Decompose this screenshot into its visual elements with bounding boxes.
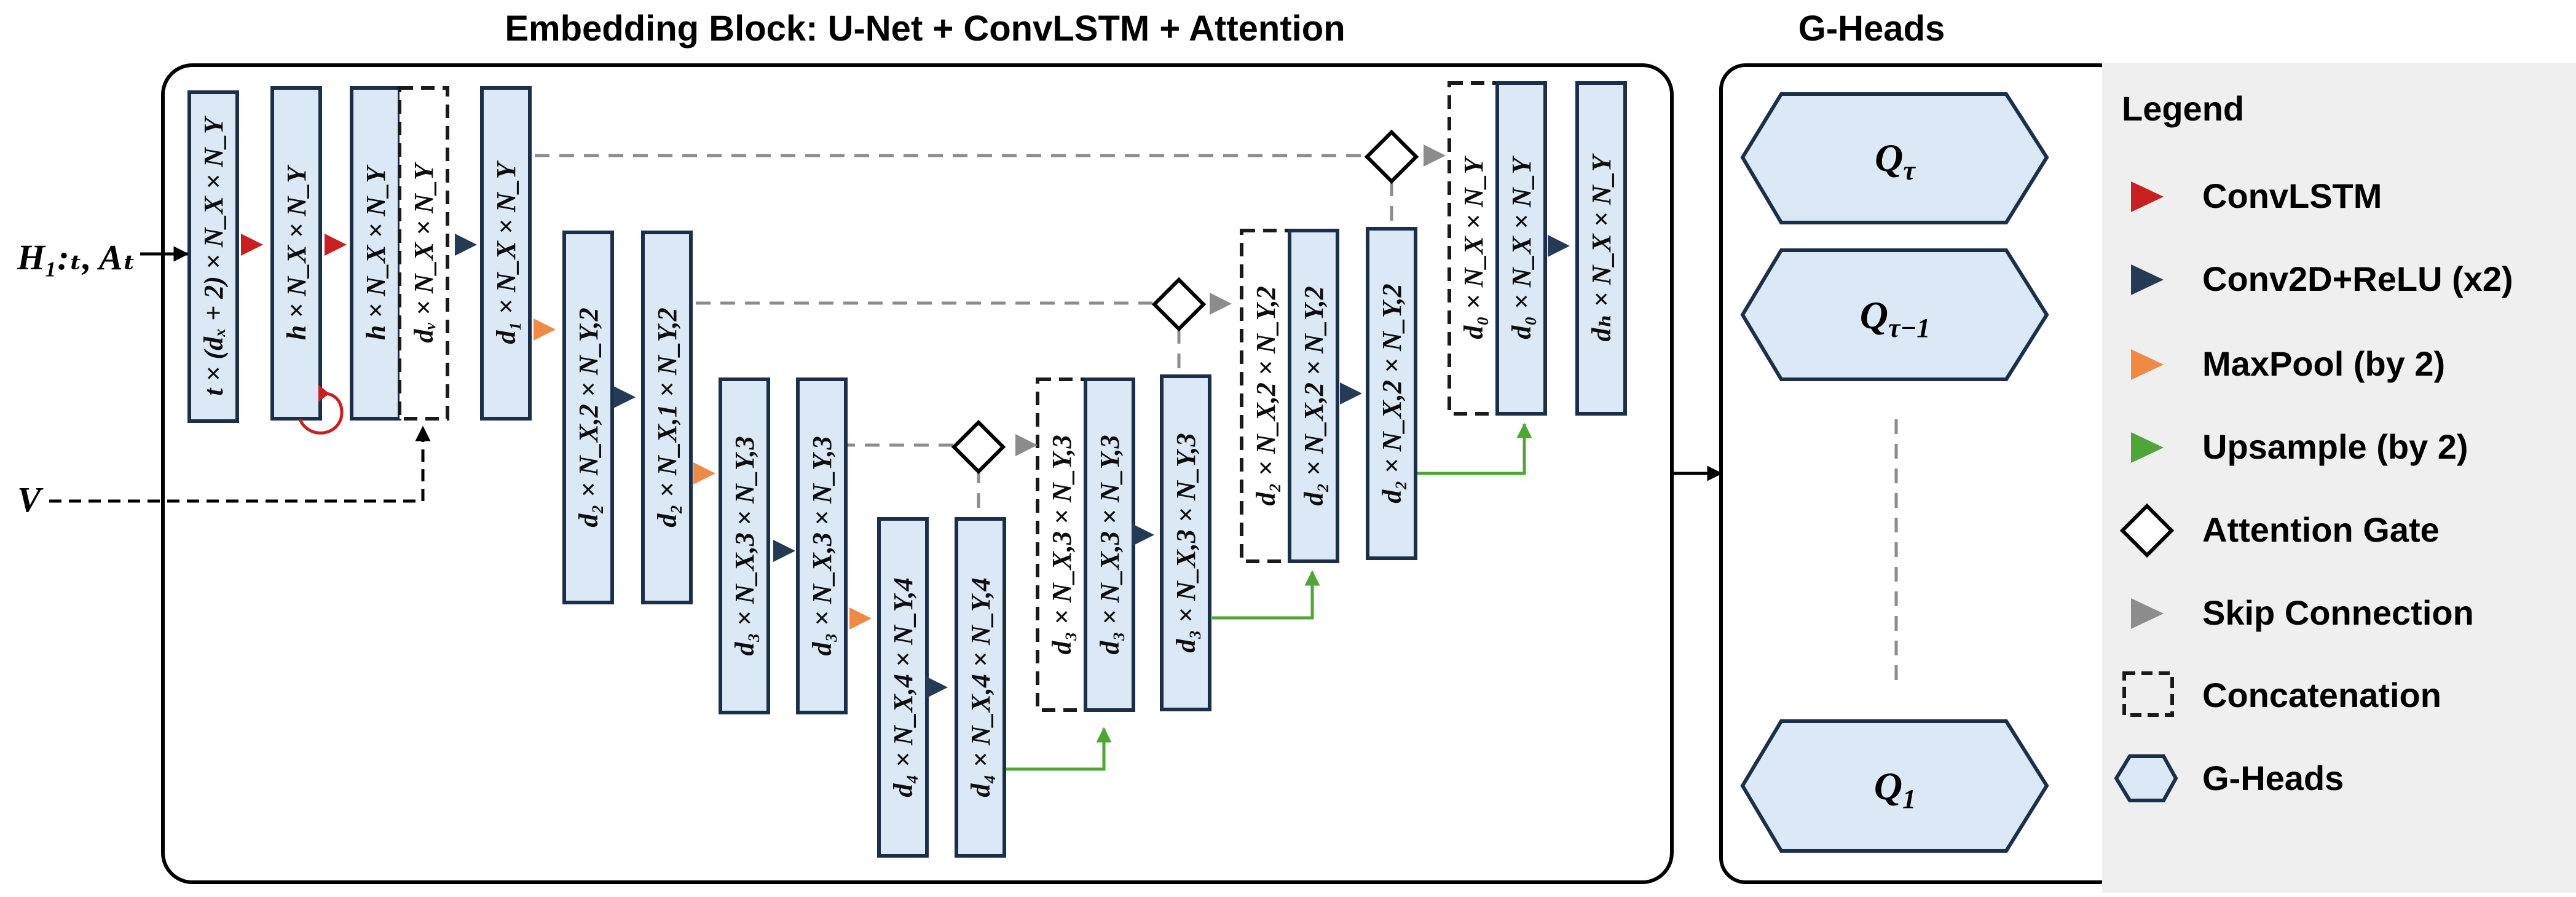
legend-label-concatenation: Concatenation (2202, 676, 2441, 714)
skip-legend-icon (2131, 598, 2164, 629)
gheads-legend-icon (2114, 754, 2178, 802)
block-label: d₂ × N_X,2 × N_Y,2 (1251, 286, 1281, 505)
block-label: d₂ × N_X,2 × N_Y,2 (1299, 286, 1329, 505)
convlstm-arrow (325, 234, 347, 256)
legend-label-attention: Attention Gate (2202, 510, 2440, 549)
input-v-arrow (49, 425, 431, 503)
block-label: dₕ × N_X × N_Y (1586, 152, 1617, 341)
legend-title: Legend (2122, 89, 2244, 128)
block-label: d₄ × N_X,4 × N_Y,4 (966, 577, 996, 797)
svg-text:Q1: Q1 (1874, 764, 1916, 814)
legend-label-upsample: Upsample (by 2) (2202, 427, 2468, 466)
concat-block: d₂ × N_X,2 × N_Y,2 (1240, 229, 1291, 563)
block-label: d₂ × N_X,2 × N_Y,2 (573, 307, 604, 527)
concat-block: d₃ × N_X,3 × N_Y,3 (1036, 377, 1087, 712)
legend-label-conv: Conv2D+ReLU (x2) (2202, 259, 2513, 298)
conv-arrow (926, 676, 948, 698)
concatenation-legend-icon (2122, 671, 2174, 717)
convlstm-arrow (241, 234, 263, 256)
block-label: d₃ × N_X,3 × N_Y,3 (730, 436, 760, 655)
feature-block: d₃ × N_X,3 × N_Y,3 (719, 377, 770, 714)
skip-arrowhead (1424, 144, 1446, 167)
legend-label-skip: Skip Connection (2202, 593, 2474, 632)
feature-block: d₂ × N_X,1 × N_Y,2 (641, 231, 693, 604)
feature-block: h × N_X × N_Y (270, 86, 322, 421)
legend-label-convlstm: ConvLSTM (2202, 176, 2382, 215)
feature-block: d₄ × N_X,4 × N_Y,4 (955, 517, 1006, 858)
gheads-title: G-Heads (1798, 9, 1945, 49)
conv-arrow (1548, 235, 1570, 257)
feature-block: h × N_X × N_Y (350, 86, 401, 421)
feature-block: d₂ × N_X,2 × N_Y,2 (1366, 227, 1417, 560)
block-label: d₄ × N_X,4 × N_Y,4 (888, 577, 918, 797)
recurrent-loop-icon (298, 392, 344, 435)
feature-block: d₃ × N_X,3 × N_Y,3 (1084, 377, 1135, 712)
conv-arrow (1340, 382, 1362, 405)
block-label: d₁ × N_X × N_Y (491, 160, 521, 344)
attention-gate (1151, 277, 1207, 332)
skip-arrowhead (1210, 293, 1232, 315)
maxpool-arrow (849, 607, 872, 630)
attention-gate-legend-icon (2119, 503, 2175, 558)
feature-block: d₄ × N_X,4 × N_Y,4 (877, 517, 929, 858)
concat-block: d₀ × N_X × N_Y (1448, 81, 1499, 416)
block-label: h × N_X × N_Y (361, 164, 391, 341)
maxpool-arrow (693, 462, 715, 484)
attention-gate (1364, 129, 1419, 184)
embedding-frame (161, 63, 1674, 884)
head-q-tau: Qτ (1740, 92, 2049, 224)
block-layer: t × (dₓ + 2) × N_X × N_Y h × N_X × N_Y h ×… (187, 81, 1627, 858)
block-label: d₃ × N_X,3 × N_Y,3 (1095, 435, 1125, 654)
skip-arrowhead (1015, 434, 1038, 456)
upsample-lines (997, 422, 1532, 771)
block-label: d₃ × N_X,3 × N_Y,3 (1047, 435, 1077, 654)
conv-legend-icon (2131, 264, 2164, 295)
feature-block: d₃ × N_X,3 × N_Y,3 (1160, 374, 1211, 711)
feature-block: d₁ × N_X × N_Y (480, 86, 532, 421)
upsample-legend-icon (2131, 432, 2164, 463)
block-label: d₃ × N_X,3 × N_Y,3 (807, 436, 837, 655)
block-label: t × (dₓ + 2) × N_X × N_Y (199, 115, 229, 396)
input-history-label: H₁:ₜ, Aₜ (17, 237, 136, 277)
block-label: d₃ × N_X,3 × N_Y,3 (1171, 433, 1201, 652)
attention-gate (951, 419, 1006, 475)
recurrent-loop-arrowhead (318, 385, 329, 402)
operation-arrows (241, 144, 1570, 698)
conv-arrow (455, 234, 477, 256)
feature-block: d₂ × N_X,2 × N_Y,2 (1288, 229, 1339, 563)
legend-label-maxpool: MaxPool (by 2) (2202, 344, 2445, 383)
maxpool-arrow (534, 318, 556, 341)
block-label: d₀ × N_X × N_Y (1459, 155, 1489, 339)
convlstm-legend-icon (2131, 181, 2164, 212)
head-q-tau-minus-1: Qτ−1 (1740, 248, 2049, 381)
feature-block: dₕ × N_X × N_Y (1575, 81, 1627, 416)
svg-text:Qτ: Qτ (1875, 136, 1916, 186)
conv-arrow (1132, 524, 1154, 546)
input-v-label: V (17, 480, 44, 520)
feature-block: d₃ × N_X,3 × N_Y,3 (796, 377, 848, 714)
legend-panel (2102, 63, 2576, 893)
conv-arrow (773, 540, 795, 562)
block-label: d₂ × N_X,1 × N_Y,2 (652, 307, 682, 527)
feature-block: d₂ × N_X,2 × N_Y,2 (562, 231, 614, 604)
block-label: d₂ × N_X,2 × N_Y,2 (1377, 283, 1407, 503)
concat-block: dᵥ × N_X × N_Y (398, 86, 449, 421)
skip-connections (535, 154, 1393, 519)
feature-block: d₀ × N_X × N_Y (1495, 81, 1547, 416)
head-q-1: Q1 (1740, 719, 2049, 853)
legend: Legend ConvLSTM Conv2D+ReLU (x2) MaxPool… (2114, 89, 2513, 802)
feature-block: t × (dₓ + 2) × N_X × N_Y (187, 90, 239, 423)
block-label: d₀ × N_X × N_Y (1507, 155, 1537, 339)
maxpool-legend-icon (2131, 349, 2164, 380)
conv-arrow (613, 386, 636, 408)
block-label: h × N_X × N_Y (282, 164, 312, 341)
block-label: dᵥ × N_X × N_Y (409, 161, 439, 342)
embedding-title: Embedding Block: U-Net + ConvLSTM + Atte… (505, 9, 1345, 49)
attention-gates (951, 129, 1419, 475)
legend-label-gheads: G-Heads (2202, 759, 2344, 797)
